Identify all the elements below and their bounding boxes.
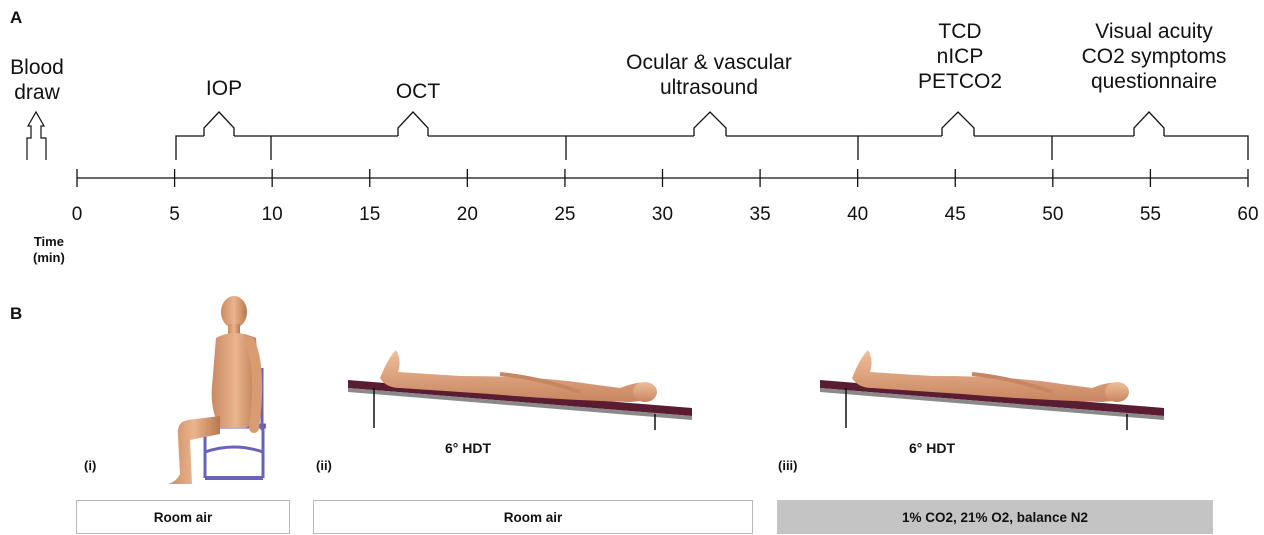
- tick-label: 35: [740, 204, 780, 226]
- tick-label: 5: [155, 204, 195, 226]
- visual-acuity-label: Visual acuity CO2 symptoms questionnaire: [1066, 19, 1242, 94]
- blood-draw-label: Blood draw: [0, 55, 74, 105]
- tilt-table-figure-ii: [340, 338, 700, 438]
- panel-b-label: B: [10, 304, 22, 324]
- posture-ii-label: (ii): [316, 458, 332, 473]
- ultrasound-bracket-right: [726, 136, 858, 160]
- visual-arrow-icon: [1134, 112, 1164, 136]
- posture-i-label: (i): [84, 458, 96, 473]
- hdt-caption-iii: 6° HDT: [872, 440, 992, 456]
- oct-label: OCT: [378, 79, 458, 104]
- condition-co2-mixture: 1% CO2, 21% O2, balance N2: [777, 500, 1213, 534]
- tick-label: 0: [57, 204, 97, 226]
- ultrasound-arrow-icon: [694, 112, 726, 136]
- tick-label: 55: [1130, 204, 1170, 226]
- tick-label: 50: [1033, 204, 1073, 226]
- time-axis-title: Time (min): [33, 234, 65, 266]
- condition-room-air-1: Room air: [76, 500, 290, 534]
- tilt-table-figure-iii: [812, 338, 1172, 438]
- condition-room-air-2: Room air: [313, 500, 753, 534]
- posture-iii-label: (iii): [778, 458, 798, 473]
- iop-arrow-icon: [204, 112, 234, 136]
- blood-draw-arrow-icon: [27, 112, 46, 160]
- iop-bracket-right: [234, 136, 271, 160]
- tick-label: 25: [545, 204, 585, 226]
- oct-arrow-icon: [398, 112, 428, 136]
- tick-label: 20: [447, 204, 487, 226]
- tick-label: 45: [935, 204, 975, 226]
- tcd-bracket-right: [974, 136, 1052, 160]
- tick-label: 30: [643, 204, 683, 226]
- oct-bracket-right: [428, 136, 566, 160]
- iop-label: IOP: [184, 76, 264, 101]
- head-shape: [221, 296, 247, 328]
- ultrasound-label: Ocular & vascular ultrasound: [604, 50, 814, 100]
- tick-label: 15: [350, 204, 390, 226]
- tick-label: 40: [838, 204, 878, 226]
- tcd-label: TCD nICP PETCO2: [900, 19, 1020, 94]
- iop-bracket-left: [176, 136, 204, 160]
- seated-figure: [150, 290, 290, 490]
- tcd-arrow-icon: [942, 112, 974, 136]
- tick-label: 60: [1228, 204, 1264, 226]
- hdt-caption-ii: 6° HDT: [408, 440, 528, 456]
- tick-label: 10: [252, 204, 292, 226]
- visual-bracket-right: [1164, 136, 1248, 160]
